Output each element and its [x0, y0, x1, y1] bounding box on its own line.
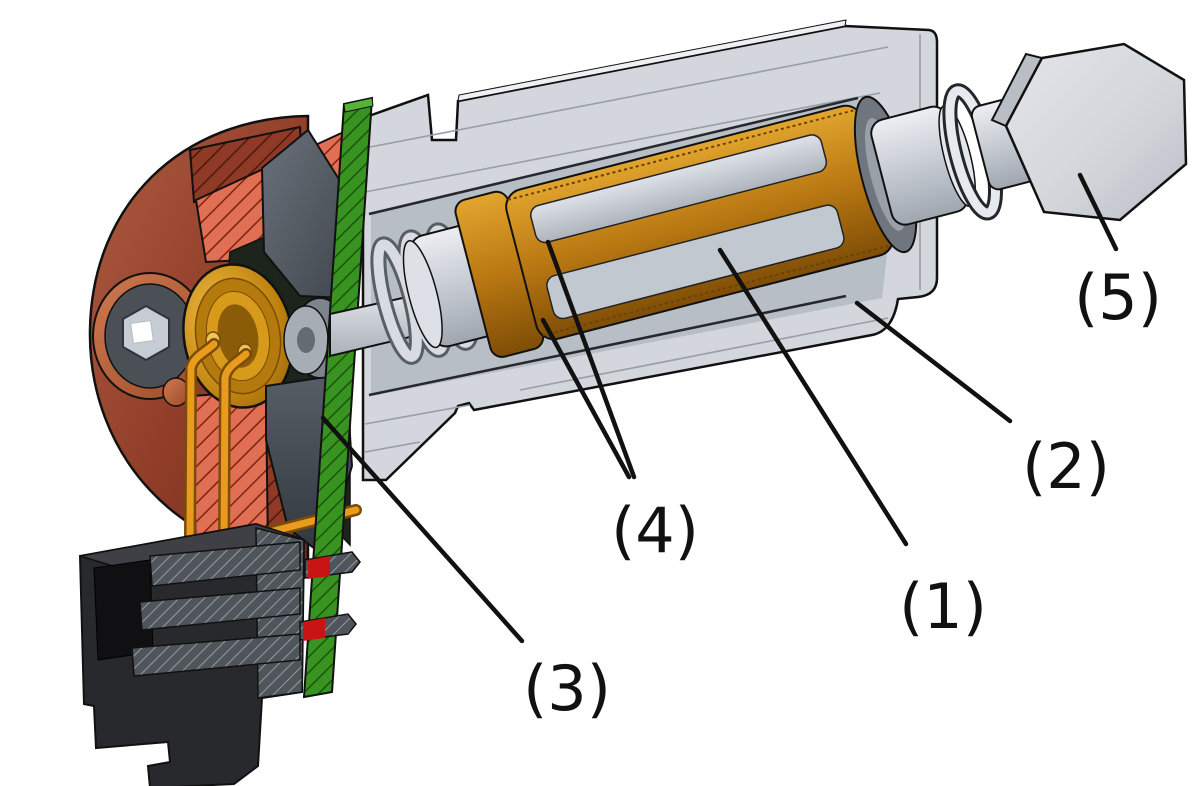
- housing-top-face: [457, 19, 847, 102]
- fan-hub-center: [297, 327, 315, 353]
- connector-pin-bar: [139, 587, 301, 631]
- connector-pin-bar: [131, 633, 301, 677]
- hex-knob: [1004, 42, 1188, 222]
- screw-glint: [130, 320, 154, 344]
- coil-bobbin: [182, 263, 294, 409]
- housing-step-lines: [364, 34, 921, 453]
- leader-line-5: [1077, 172, 1119, 252]
- connector-housing: [78, 522, 361, 786]
- label-2: (2): [1022, 430, 1110, 503]
- label-5: (5): [1074, 261, 1162, 334]
- leader-line-3: [320, 415, 525, 644]
- motor-section: [88, 114, 362, 563]
- bore-edge-bottom: [368, 294, 847, 397]
- leader-lines: [320, 172, 1119, 644]
- label-4: (4): [611, 494, 699, 567]
- leader-line-4a: [545, 239, 637, 480]
- label-3: (3): [523, 652, 611, 725]
- leader-line-2: [854, 300, 1013, 424]
- sleeve-opening-plunger: [546, 204, 845, 320]
- labels: (1) (2) (3) (4) (5): [523, 261, 1162, 725]
- piston-face: [402, 239, 443, 349]
- pcb-top-edge: [343, 97, 374, 113]
- sleeve-slot-top: [530, 134, 828, 244]
- pcb-board: [302, 96, 374, 699]
- bore-edge-top: [368, 96, 859, 216]
- pin-red-band-2: [303, 618, 325, 641]
- label-1: (1): [899, 570, 987, 643]
- pin-red-band-1: [308, 556, 330, 579]
- leader-line-4b: [540, 317, 632, 480]
- leader-line-1: [717, 247, 909, 547]
- connector-pin-bar: [149, 541, 301, 587]
